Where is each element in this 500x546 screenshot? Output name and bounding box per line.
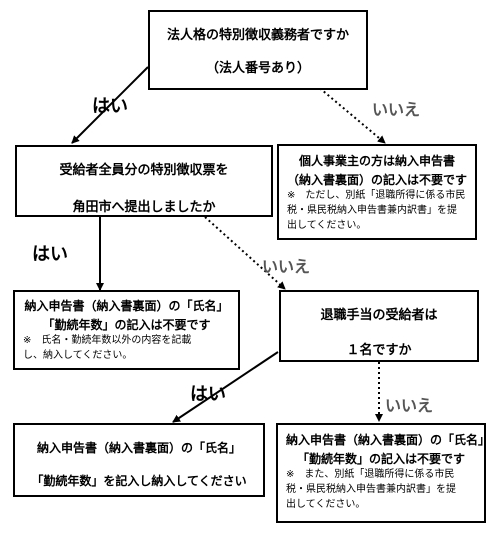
- question-single-recipient: 退職手当の受給者は １名ですか: [279, 290, 479, 362]
- question-single-recipient-line-1: 退職手当の受給者は: [320, 308, 438, 323]
- question-submitted-slips-line-1: 受給者全員分の特別徴収票を: [59, 163, 229, 178]
- result-fill-in-line-2: 「勤続年数」を記入し納入してください: [31, 474, 247, 488]
- result-sole-proprietor: 個人事業主の方は納入申告書 （納入書裏面）の記入は不要です ※ ただし、別紙「退…: [277, 144, 477, 240]
- result-not-required-1-note-1: ※ 氏名・勤続年数以外の内容を記載: [23, 335, 192, 346]
- result-sole-proprietor-line-2: （納入書裏面）の記入は不要です: [287, 173, 468, 187]
- result-not-required-1-note-2: し、納入してください。: [23, 350, 133, 361]
- result-not-required-2-line-2: 「勤続年数」の記入は不要です: [296, 452, 465, 466]
- result-not-required-2-note-2: 税・県民税納入申告書兼内訳書」を提: [286, 484, 456, 495]
- question-submitted-slips: 受給者全員分の特別徴収票を 角田市へ提出しましたか: [15, 145, 273, 217]
- arrow-q3-yes: [172, 351, 279, 423]
- label-q2-no: いいえ: [262, 257, 311, 276]
- question-corporate-line-1: 法人格の特別徴収義務者ですか: [166, 28, 349, 43]
- question-single-recipient-line-2: １名ですか: [346, 343, 412, 358]
- label-q2-yes: はい: [32, 244, 68, 265]
- result-not-required-2-line-1: 納入申告書（納入書裏面）の「氏名」: [286, 433, 491, 447]
- result-sole-proprietor-note-1: ※ ただし、別紙「退職所得に係る市民: [287, 190, 466, 201]
- result-fill-in: 納入申告書（納入書裏面）の「氏名」 「勤続年数」を記入し納入してください: [13, 423, 265, 497]
- label-q3-yes: はい: [190, 384, 226, 405]
- label-q3-no: いいえ: [385, 396, 434, 415]
- question-corporate: 法人格の特別徴収義務者ですか （法人番号あり）: [148, 10, 368, 90]
- result-not-required-2-note-1: ※ また、別紙「退職所得に係る市民: [286, 469, 455, 480]
- label-q1-yes: はい: [92, 96, 128, 117]
- result-sole-proprietor-line-1: 個人事業主の方は納入申告書: [298, 154, 455, 168]
- result-not-required-1-line-2: 「勤続年数」の記入は不要です: [42, 318, 211, 332]
- label-q1-no: いいえ: [372, 100, 421, 119]
- question-submitted-slips-line-2: 角田市へ提出しましたか: [72, 200, 216, 215]
- result-not-required-1: 納入申告書（納入書裏面）の「氏名」 「勤続年数」の記入は不要です ※ 氏名・勤続…: [13, 290, 240, 370]
- result-not-required-2: 納入申告書（納入書裏面）の「氏名」 「勤続年数」の記入は不要です ※ また、別紙…: [276, 423, 491, 523]
- result-sole-proprietor-note-3: 出してください。: [287, 220, 367, 231]
- arrow-q1-no: [296, 68, 386, 144]
- arrow-q1-yes: [71, 66, 149, 144]
- result-not-required-2-note-3: 出してください。: [286, 499, 366, 510]
- result-fill-in-line-1: 納入申告書（納入書裏面）の「氏名」: [36, 441, 241, 455]
- result-sole-proprietor-note-2: 税・県民税納入申告書兼内訳書」を提: [287, 205, 457, 216]
- question-corporate-line-2: （法人番号あり）: [205, 61, 310, 76]
- result-not-required-1-line-1: 納入申告書（納入書裏面）の「氏名」: [24, 299, 229, 313]
